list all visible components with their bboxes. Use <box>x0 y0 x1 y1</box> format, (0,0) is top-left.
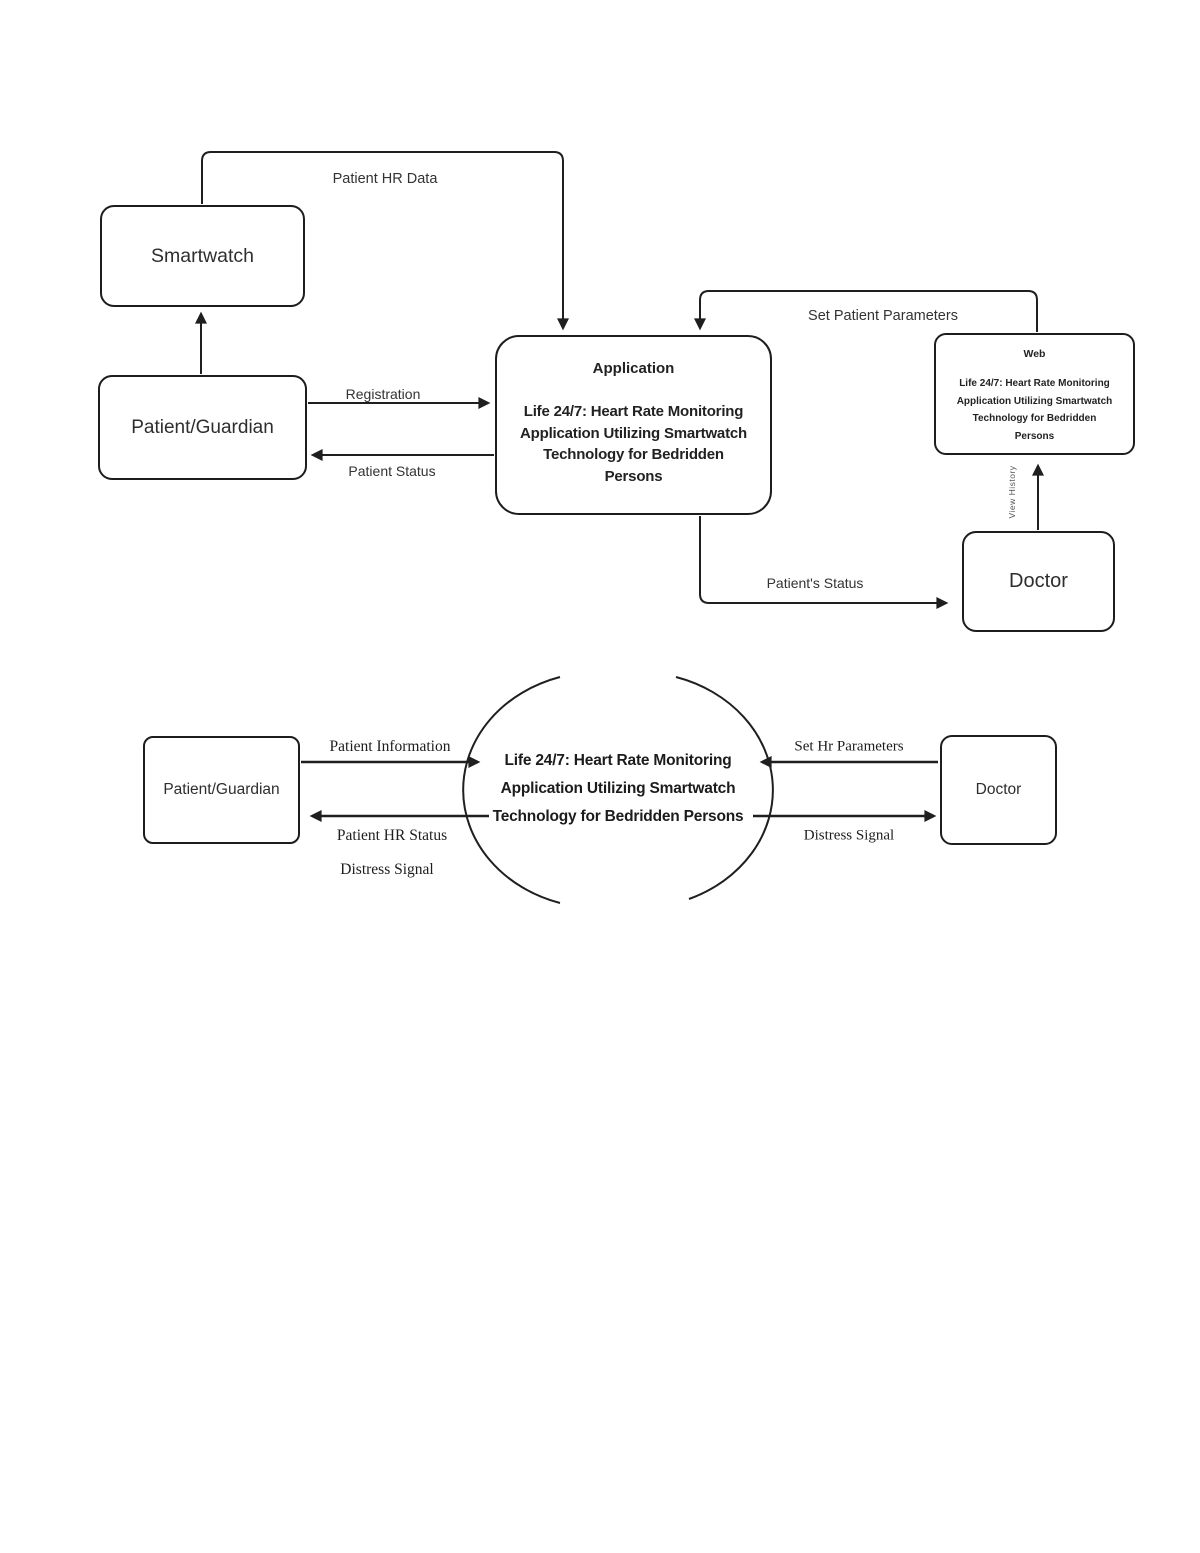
flow-label-set-patient-parameters: Set Patient Parameters <box>808 308 958 324</box>
application-title: Application <box>592 360 675 377</box>
patient-guardian-context-label: Patient/Guardian <box>163 781 280 798</box>
diagram-connectors <box>195 151 1044 904</box>
node-process-label: Life 24/7: Heart Rate Monitoring Applica… <box>492 752 744 825</box>
doctor-label: Doctor <box>1009 570 1068 592</box>
arrow-web-to-application-parameters <box>694 290 1038 332</box>
web-subtitle: Life 24/7: Heart Rate Monitoring Applica… <box>956 378 1113 442</box>
node-patient-guardian: Patient/Guardian <box>98 375 307 480</box>
flow-label-registration: Registration <box>345 386 421 402</box>
node-smartwatch: Smartwatch <box>100 205 305 307</box>
patient-guardian-label: Patient/Guardian <box>131 416 274 438</box>
application-subtitle: Life 24/7: Heart Rate Monitoring Applica… <box>520 403 747 485</box>
flow-label-view-history: View History <box>1007 465 1017 519</box>
node-web: Web Life 24/7: Heart Rate Monitoring App… <box>934 333 1135 455</box>
smartwatch-label: Smartwatch <box>151 244 254 267</box>
process-circle-left-arc <box>462 676 561 904</box>
node-doctor-context: Doctor <box>940 735 1057 845</box>
doctor-context-label: Doctor <box>975 781 1022 798</box>
arrow-smartwatch-to-application-hr-data <box>201 151 569 331</box>
flow-label-patient-hr-data: Patient HR Data <box>332 171 438 187</box>
process-circle-right-arc <box>675 676 774 900</box>
flow-label-distress-signal-left: Distress Signal <box>340 861 434 878</box>
arrow-patients-status <box>699 516 949 609</box>
flow-label-patient-hr-status: Patient HR Status <box>336 827 448 844</box>
node-patient-guardian-context: Patient/Guardian <box>143 736 300 844</box>
node-doctor: Doctor <box>962 531 1115 632</box>
web-title: Web <box>1023 348 1046 360</box>
node-application: Application Life 24/7: Heart Rate Monito… <box>495 335 772 515</box>
flow-label-patient-status: Patient Status <box>348 463 436 479</box>
flow-label-distress-signal-right: Distress Signal <box>803 827 895 844</box>
flow-label-set-hr-parameters: Set Hr Parameters <box>794 738 904 755</box>
flow-label-patients-status: Patient's Status <box>766 575 864 591</box>
flow-label-patient-information: Patient Information <box>329 738 451 755</box>
